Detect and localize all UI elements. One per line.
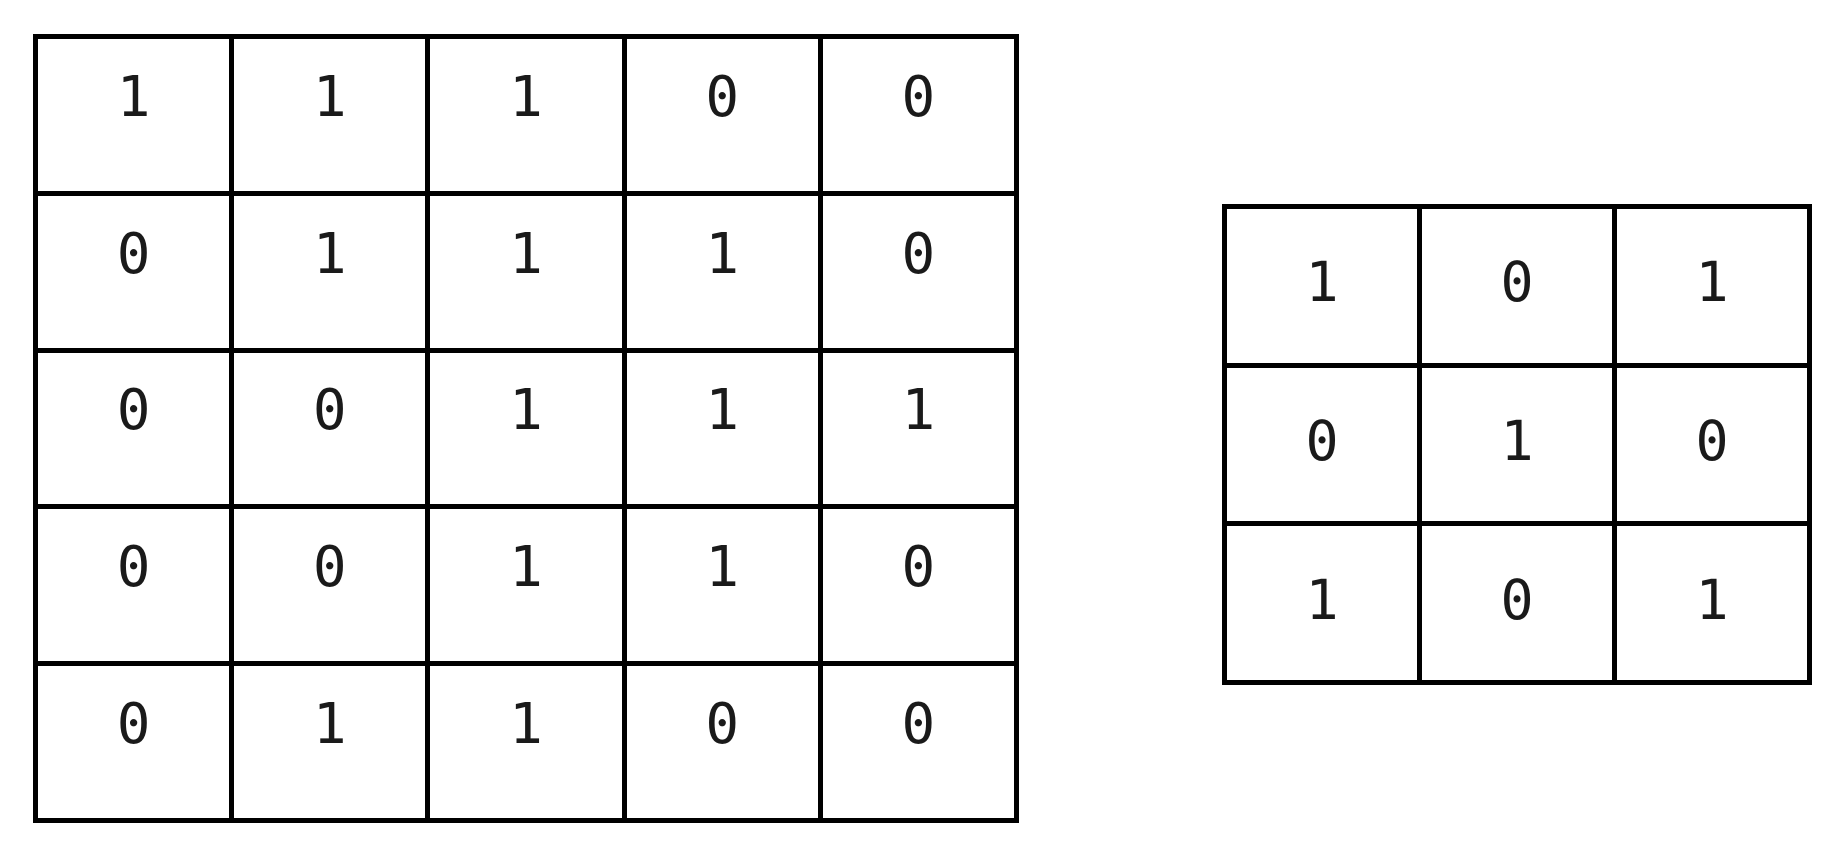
matrix-cell: 1 bbox=[626, 509, 818, 662]
matrix-cell: 1 bbox=[626, 195, 818, 348]
matrix-cell: 0 bbox=[822, 666, 1014, 818]
matrix-cell: 1 bbox=[38, 39, 230, 191]
matrix-cell: 1 bbox=[234, 195, 426, 348]
matrix-cell: 1 bbox=[430, 352, 622, 505]
matrix-cell: 0 bbox=[626, 39, 818, 191]
matrix-cell: 0 bbox=[38, 352, 230, 505]
matrix-cell: 0 bbox=[38, 509, 230, 662]
matrix-cell: 1 bbox=[822, 352, 1014, 505]
matrix-cell: 0 bbox=[822, 39, 1014, 191]
matrix-cell: 0 bbox=[822, 509, 1014, 662]
matrix-cell: 1 bbox=[430, 195, 622, 348]
matrix-cell: 0 bbox=[626, 666, 818, 818]
matrix-cell: 1 bbox=[1422, 367, 1612, 522]
matrix-cell: 1 bbox=[1227, 526, 1417, 680]
matrix-cell: 0 bbox=[1422, 526, 1612, 680]
matrix-cell: 1 bbox=[234, 666, 426, 818]
matrix-cell: 1 bbox=[1227, 209, 1417, 363]
matrix-cell: 0 bbox=[38, 195, 230, 348]
matrix-cell: 1 bbox=[626, 352, 818, 505]
matrix-cell: 1 bbox=[1617, 209, 1807, 363]
matrix-cell: 0 bbox=[1227, 367, 1417, 522]
matrix-cell: 0 bbox=[1617, 367, 1807, 522]
matrix-cell: 1 bbox=[1617, 526, 1807, 680]
matrix-cell: 1 bbox=[430, 39, 622, 191]
matrix-cell: 1 bbox=[430, 666, 622, 818]
matrix-cell: 0 bbox=[822, 195, 1014, 348]
matrix-cell: 1 bbox=[234, 39, 426, 191]
matrix-cell: 1 bbox=[430, 509, 622, 662]
matrix-cell: 0 bbox=[38, 666, 230, 818]
matrix-cell: 0 bbox=[234, 509, 426, 662]
matrix-cell: 0 bbox=[234, 352, 426, 505]
matrix-cell: 0 bbox=[1422, 209, 1612, 363]
